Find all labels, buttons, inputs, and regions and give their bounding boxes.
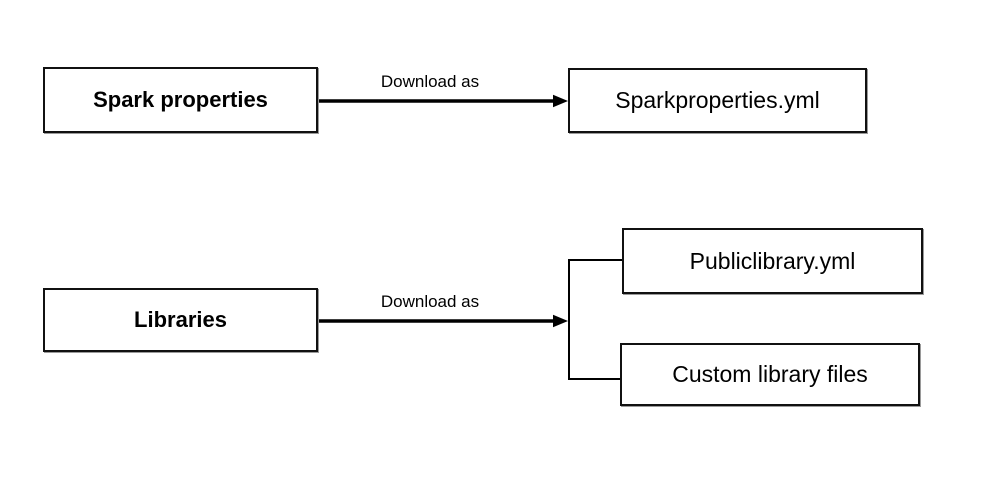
edge-label-download-as-2: Download as — [380, 292, 480, 311]
edge-label-download-as-1: Download as — [380, 72, 480, 91]
arrowhead-icon — [553, 94, 568, 108]
node-custom-library-files: Custom library files — [620, 343, 920, 406]
node-sparkproperties-yml-label: Sparkproperties.yml — [615, 87, 820, 113]
node-sparkproperties-yml: Sparkproperties.yml — [568, 68, 867, 133]
node-spark-properties-label: Spark properties — [93, 87, 268, 112]
node-libraries-label: Libraries — [134, 307, 227, 332]
node-custom-library-files-label: Custom library files — [672, 361, 868, 387]
arrowhead-icon — [553, 314, 568, 328]
node-publiclibrary-yml-label: Publiclibrary.yml — [689, 247, 856, 274]
node-libraries: Libraries — [43, 288, 318, 352]
node-spark-properties: Spark properties — [43, 67, 318, 133]
arrow-spark-to-yml — [318, 94, 568, 108]
branch-connector — [568, 259, 622, 380]
arrow-libraries-to-branch — [318, 259, 622, 380]
node-publiclibrary-yml: Publiclibrary.yml — [622, 228, 923, 294]
